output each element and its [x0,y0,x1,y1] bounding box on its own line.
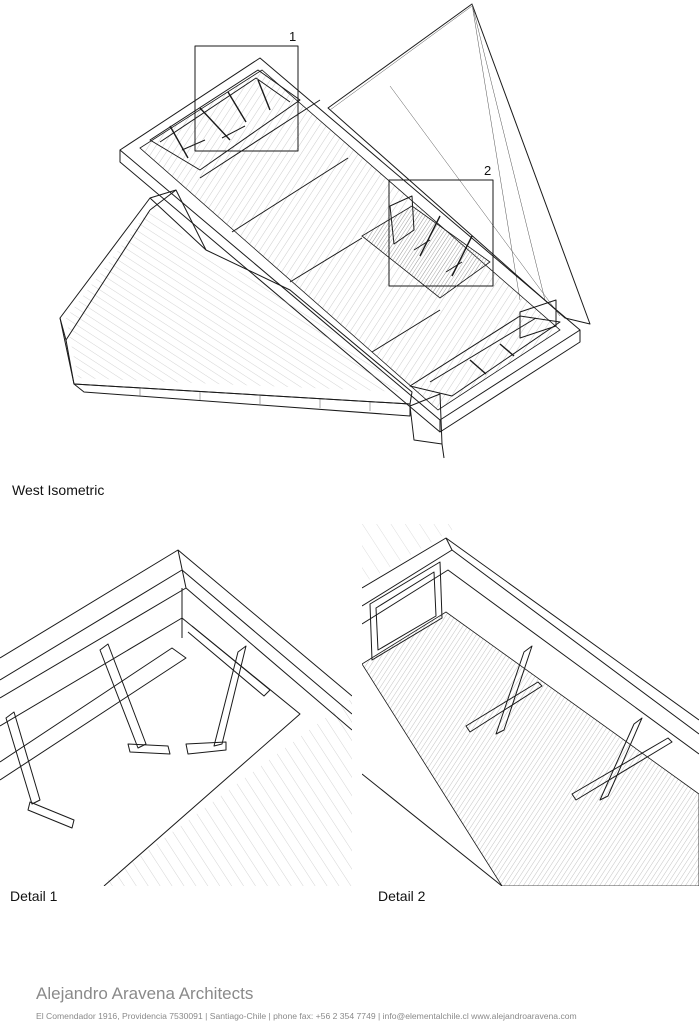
detail-2-svg [362,524,699,886]
courtyard-2 [361,195,491,299]
diagonal-braces [465,645,673,801]
detail-1-svg [0,549,352,886]
detail-1-marker: 1 [289,29,296,44]
diagonal-braces [5,643,247,829]
detail-2-caption: Detail 2 [378,888,426,904]
courtyard-walls [362,537,699,886]
isometric-svg: 1 2 [59,3,591,459]
upper-deck [362,524,462,584]
roof-back-plane [327,3,591,325]
deck-surface [100,698,352,886]
bench-rails [0,625,271,781]
detail-2-drawing [362,524,699,886]
window-opening [369,561,443,661]
detail-1-drawing [0,548,352,886]
detail-2-callout: 2 [388,163,494,287]
firm-name: Alejandro Aravena Architects [36,984,254,1003]
detail-2-marker: 2 [484,163,491,178]
detail-1-caption: Detail 1 [10,888,58,904]
roof-front-wedge [59,189,413,417]
courtyard-1 [149,69,301,171]
west-isometric-drawing: 1 2 [0,0,699,470]
lower-terrace [409,299,561,459]
isometric-caption: West Isometric [12,482,105,498]
detail-1-callout: 1 [194,29,299,152]
deck-slab [119,57,581,433]
courtyard-floor [362,611,699,886]
firm-address: El Comendador 1916, Providencia 7530091 … [36,1011,577,1021]
